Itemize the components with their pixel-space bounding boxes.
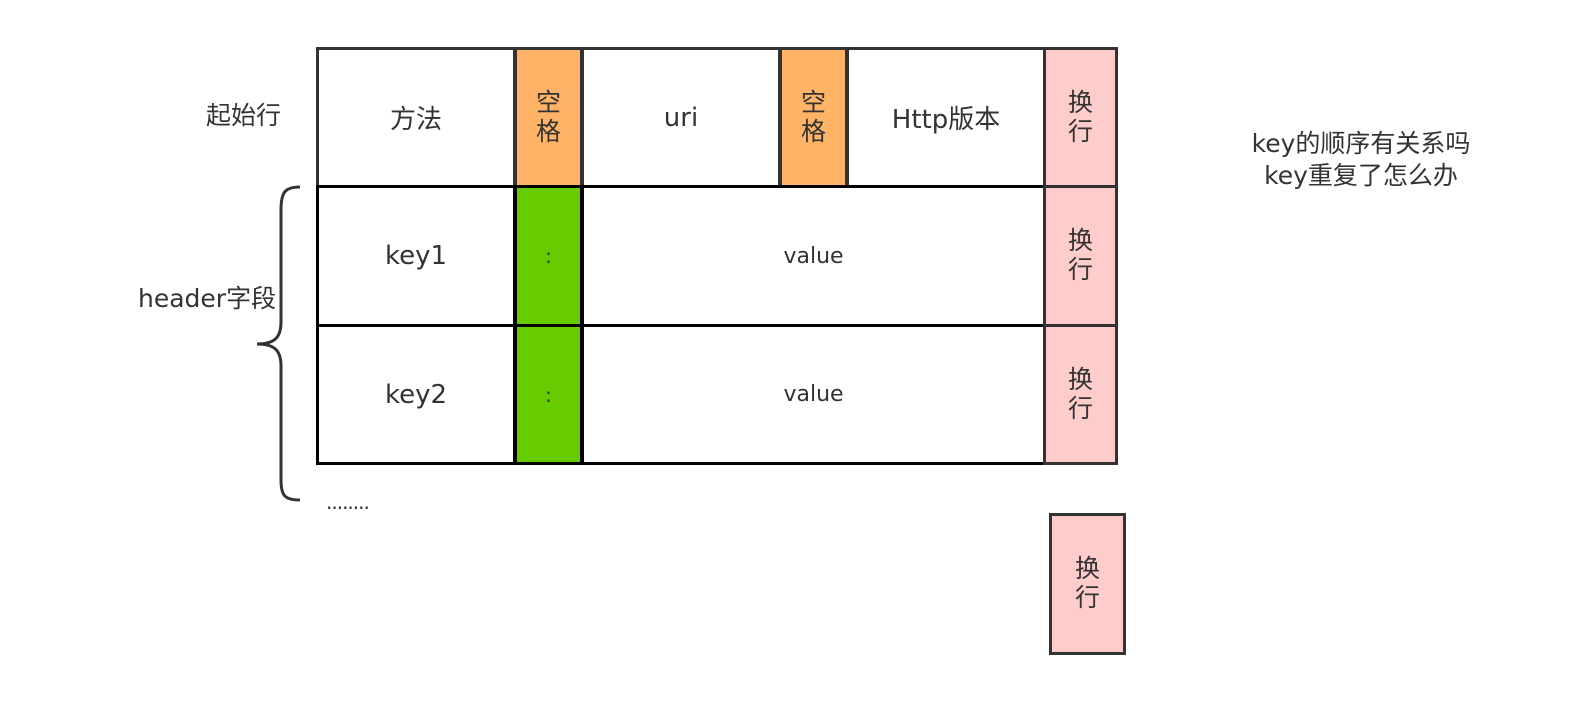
space-text-1: 空格 [535,87,561,146]
space-cell-1: 空格 [514,47,583,188]
space-cell-2: 空格 [779,47,848,188]
note-key-order: key的顺序有关系吗 [1251,129,1471,158]
newline-text-2: 换行 [1067,364,1093,423]
value-cell-1: value [581,185,1046,327]
newline-text-1: 换行 [1067,226,1093,284]
uri-cell: uri [581,47,781,188]
method-text: 方法 [389,105,442,135]
key2-cell: key2 [316,324,516,465]
colon-cell-1: : [514,185,583,327]
uri-text: uri [663,102,699,133]
method-cell: 方法 [316,47,516,188]
version-cell: Http版本 [846,47,1046,188]
start-line-label: 起始行 [206,101,282,130]
space-text-2: 空格 [800,87,826,146]
final-newline-text: 换行 [1074,554,1100,612]
key1-cell: key1 [316,185,516,327]
value-text-1: value [783,243,844,269]
value-cell-2: value [581,324,1046,465]
colon-cell-2: : [514,324,583,465]
version-text: Http版本 [891,105,1001,135]
newline-cell-start: 换行 [1043,47,1118,188]
notes-block: key的顺序有关系吗 key重复了怎么办 [1221,128,1501,192]
key1-text: key1 [384,241,448,271]
final-newline-cell: 换行 [1049,513,1126,655]
ellipsis-text: ........ [326,490,370,514]
header-brace-icon [256,185,301,502]
note-key-duplicate: key重复了怎么办 [1264,161,1458,190]
header-fields-label: header字段 [138,284,277,313]
newline-cell-1: 换行 [1043,185,1118,327]
colon-text-2: : [545,382,552,407]
newline-text-start: 换行 [1067,87,1093,146]
key2-text: key2 [384,379,448,410]
colon-text-1: : [545,244,552,268]
value-text-2: value [783,382,844,407]
newline-cell-2: 换行 [1043,324,1118,465]
